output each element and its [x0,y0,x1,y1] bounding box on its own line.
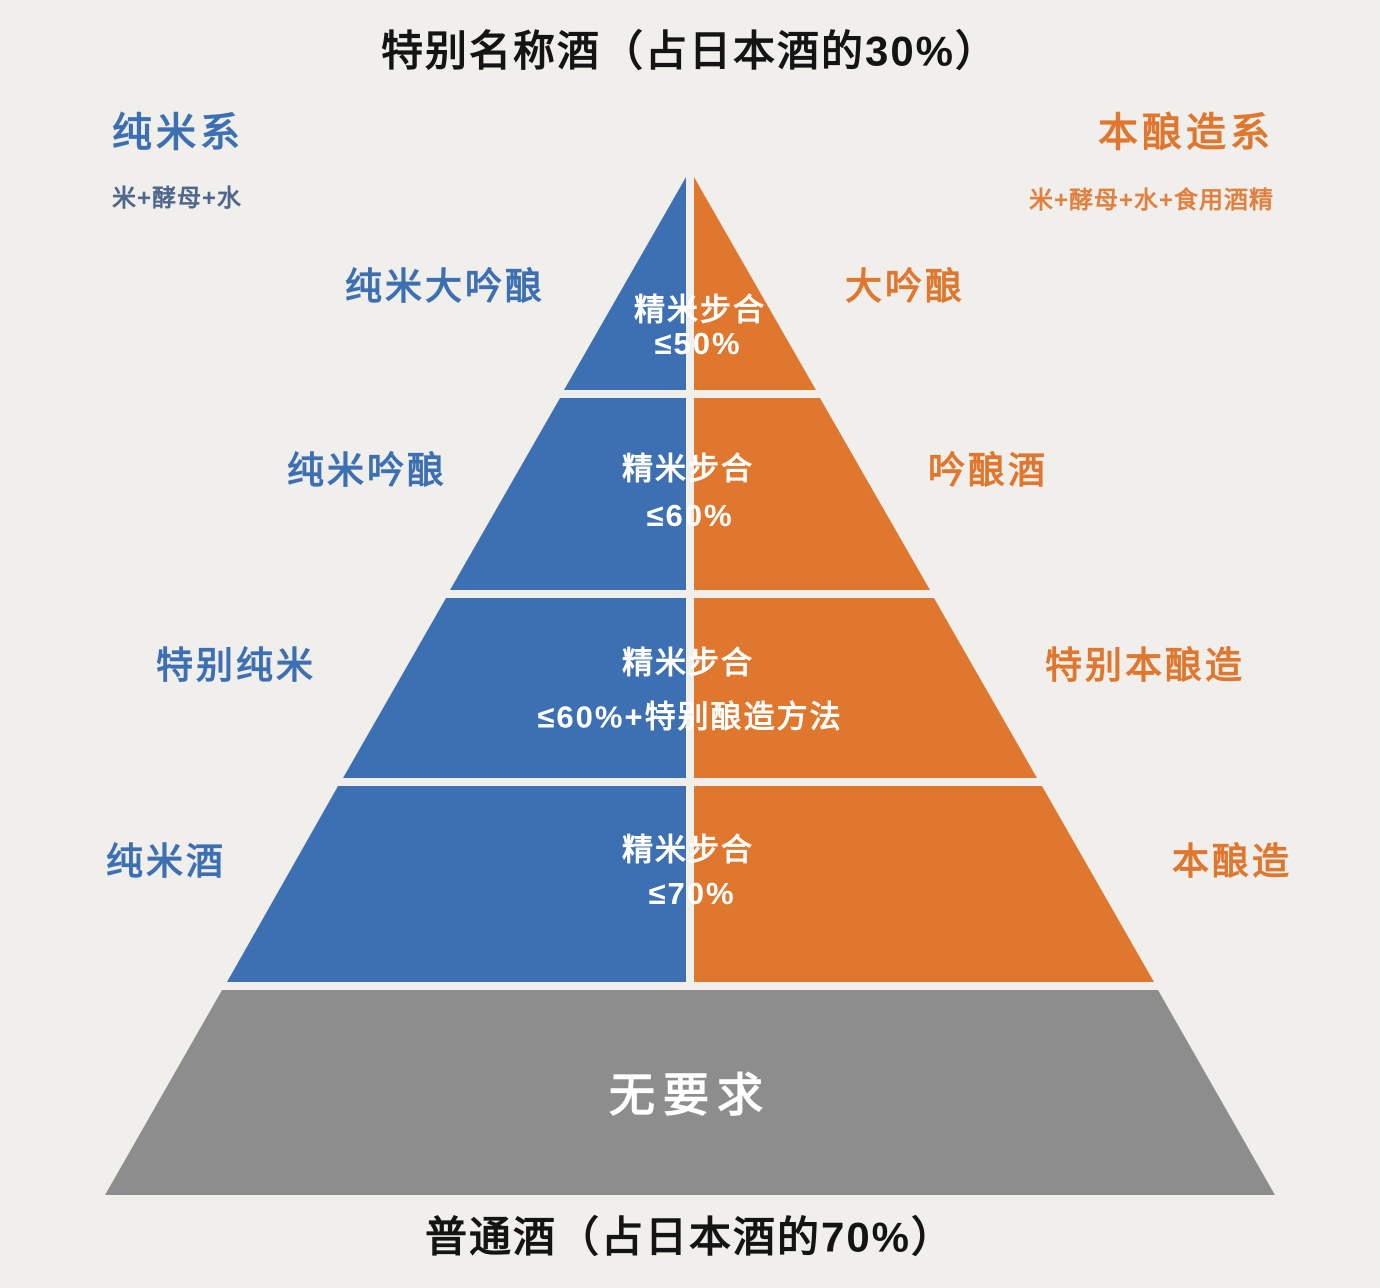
page-title: 特别名称酒（占日本酒的30%） [380,27,1000,75]
tier-4-left-shape [227,786,686,982]
tier-1-right-label: 大吟酿 [845,266,965,307]
tier-1-requirement-line1: 精米步合 [634,292,766,328]
left-system-name: 纯米系 [112,111,244,155]
pyramid-base-shape [105,990,1275,1195]
bottom-title: 普通酒（占日本酒的70%） [424,1213,956,1261]
tier-3-right-shape [694,598,1037,778]
tier-4-right-shape [694,786,1154,982]
tier-1-right-shape [694,177,816,390]
tier-2-requirement-line2: ≤60% [646,498,734,533]
right-system-formula: 米+酵母+水+食用酒精 [1028,187,1274,214]
tier-3-left-label: 特别纯米 [156,645,316,686]
tier-1-left-label: 纯米大吟酿 [345,266,545,307]
tier-4-right-label: 本酿造 [1172,841,1292,882]
tier-4-requirement-line2: ≤70% [648,876,736,911]
right-system-name: 本酿造系 [1098,111,1274,155]
tier-4-requirement-line1: 精米步合 [622,832,754,868]
tier-2-left-label: 纯米吟酿 [287,450,447,491]
tier-2-left-shape [450,398,686,590]
tier-3-requirement-line1: 精米步合 [622,645,754,681]
tier-1-requirement-line2: ≤50% [654,326,742,361]
base-requirement-label: 无要求 [609,1069,771,1121]
tier-3-right-label: 特别本酿造 [1045,645,1245,686]
tier-1-left-shape [564,177,686,390]
left-system-formula: 米+酵母+水 [112,185,243,212]
tier-3-left-shape [343,598,686,778]
tier-2-right-label: 吟酿酒 [928,450,1048,491]
tier-2-requirement-line1: 精米步合 [622,451,754,487]
tier-3-requirement-line2: ≤60%+特别酿造方法 [537,699,843,735]
tier-4-left-label: 纯米酒 [106,841,226,882]
tier-2-right-shape [694,398,930,590]
